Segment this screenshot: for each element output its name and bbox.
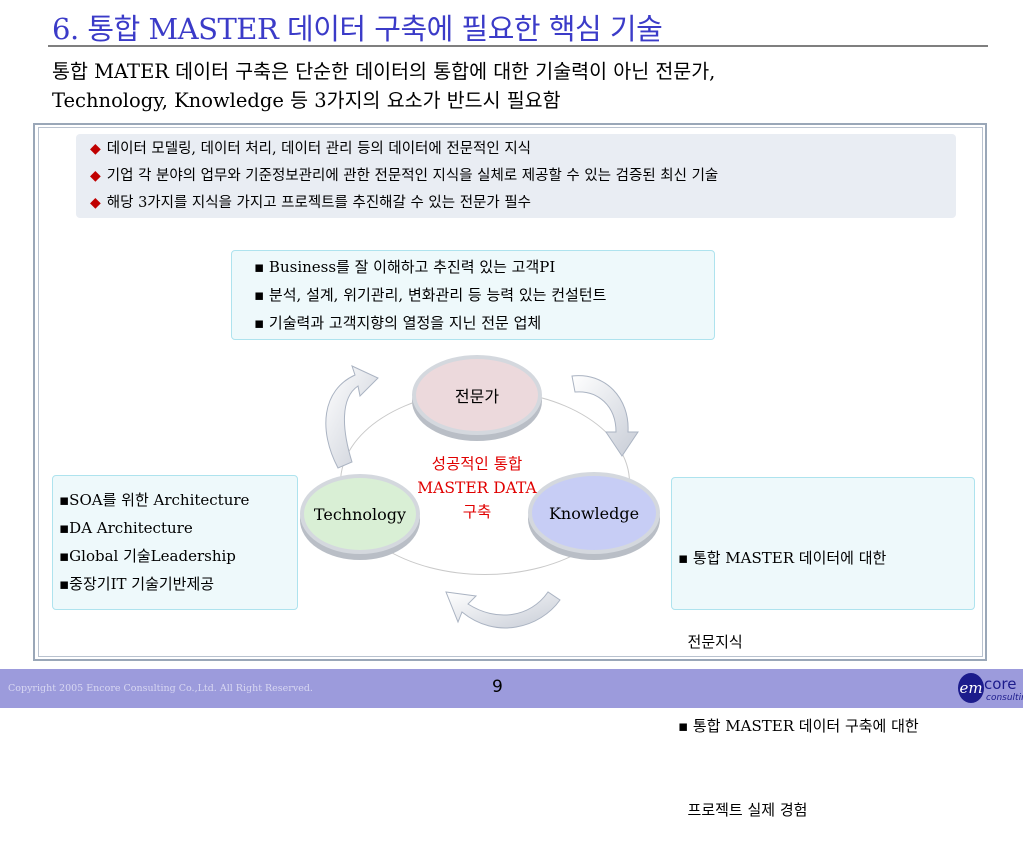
curved-arrow-icon (325, 365, 379, 469)
curved-arrow-icon (445, 591, 561, 629)
list-item: 전문지식 (678, 633, 743, 651)
list-item: ▪ 통합 MASTER 데이터 구축에 대한 (678, 717, 919, 735)
slide-title: 6. 통합 MASTER 데이터 구축에 필요한 핵심 기술 (52, 12, 663, 46)
list-item: ▪ 분석, 설계, 위기관리, 변화관리 등 능력 있는 컨설턴트 (254, 286, 607, 304)
logo-core-text: core (984, 675, 1017, 693)
logo-consulting-text: consulting (986, 693, 1023, 703)
curved-arrow-icon (571, 375, 639, 457)
subtitle-line-2: Technology, Knowledge 등 3가지의 요소가 반드시 필요함 (52, 89, 561, 112)
diamond-bullet-icon: ◆ (90, 168, 101, 184)
copyright-text: Copyright 2005 Encore Consulting Co.,Ltd… (8, 683, 313, 694)
slide-subtitle: 통합 MATER 데이터 구축은 단순한 데이터의 통합에 대한 기술력이 아닌… (52, 57, 715, 115)
key-point: ◆데이터 모델링, 데이터 처리, 데이터 관리 등의 데이터에 전문적인 지식 (90, 141, 531, 157)
expert-node: 전문가 (412, 355, 542, 435)
list-item: ▪Global 기술Leadership (59, 547, 236, 565)
technology-description-box: ▪SOA를 위한 Architecture ▪DA Architecture ▪… (52, 475, 298, 610)
expert-description-box: ▪ Business를 잘 이해하고 추진력 있는 고객PI ▪ 분석, 설계,… (231, 250, 715, 340)
footer-bar (0, 669, 1023, 708)
content-frame-inner (38, 127, 983, 657)
list-item: ▪ 기술력과 고객지향의 열정을 지닌 전문 업체 (254, 314, 542, 332)
technology-node: Technology (300, 474, 420, 554)
subtitle-line-1: 통합 MATER 데이터 구축은 단순한 데이터의 통합에 대한 기술력이 아닌… (52, 60, 716, 83)
list-item: ▪SOA를 위한 Architecture (59, 491, 250, 509)
list-item: ▪ Business를 잘 이해하고 추진력 있는 고객PI (254, 258, 556, 276)
knowledge-node: Knowledge (528, 472, 660, 554)
title-divider (48, 45, 988, 47)
key-points-box: ◆데이터 모델링, 데이터 처리, 데이터 관리 등의 데이터에 전문적인 지식… (76, 134, 956, 218)
list-item: ▪DA Architecture (59, 519, 193, 537)
diamond-bullet-icon: ◆ (90, 195, 101, 211)
logo-em-mark: em (958, 673, 984, 703)
list-item: ▪중장기IT 기술기반제공 (59, 575, 215, 593)
company-logo: em core consulting (958, 673, 1023, 707)
cycle-arrows (325, 365, 639, 629)
diamond-bullet-icon: ◆ (90, 141, 101, 157)
content-frame (33, 123, 987, 661)
key-point: ◆기업 각 분야의 업무와 기준정보관리에 관한 전문적인 지식을 실체로 제공… (90, 168, 719, 184)
page-number: 9 (492, 677, 503, 697)
key-point: ◆해당 3가지를 지식을 가지고 프로젝트를 추진해갈 수 있는 전문가 필수 (90, 195, 532, 211)
center-goal-text: 성공적인 통합 MASTER DATA 구축 (417, 455, 537, 521)
list-item: 프로젝트 실제 경험 (678, 801, 808, 819)
list-item: ▪ 통합 MASTER 데이터에 대한 (678, 549, 887, 567)
